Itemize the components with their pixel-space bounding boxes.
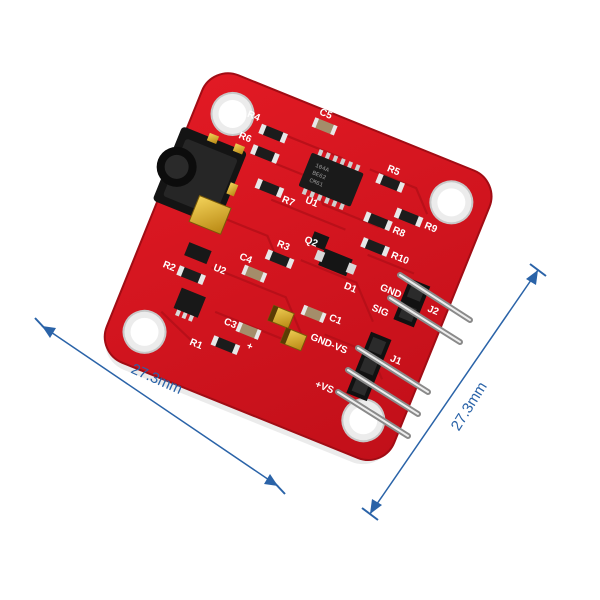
diode-d1 <box>314 248 357 277</box>
width-dimension: 27.3mm <box>34 317 286 495</box>
capacitor-c4 <box>241 264 268 283</box>
mounting-hole-top-right <box>429 180 474 225</box>
tantalum-capacitors <box>267 304 308 352</box>
label-plus: + <box>245 341 255 353</box>
label-u2: U2 <box>212 262 228 277</box>
label-r8: R8 <box>391 225 407 240</box>
smd-components <box>176 117 424 355</box>
resistor-r8 <box>363 211 393 232</box>
resistor-r6 <box>250 144 280 164</box>
transistor-q2 <box>309 231 330 251</box>
label-c5: C5 <box>318 107 334 122</box>
label-r1: R1 <box>188 337 204 352</box>
silkscreen-labels: C5 R4 R6 R5 R9 R7 U1 R8 R10 J2 GND SIG Q… <box>161 107 441 397</box>
resistor-r10 <box>360 237 390 257</box>
arrowhead-icon <box>264 474 278 486</box>
audio-jack <box>153 127 247 235</box>
mounting-hole-bottom-left <box>122 309 167 354</box>
pcb-body <box>103 72 493 461</box>
pin-headers <box>335 272 473 439</box>
arrowhead-icon <box>526 270 538 285</box>
j2-pins <box>387 272 473 345</box>
resistor-r3 <box>264 249 295 270</box>
label-q2: Q2 <box>303 235 320 250</box>
small-ic-u2b <box>184 242 212 265</box>
label-r3: R3 <box>275 239 291 254</box>
arrowhead-icon <box>42 326 56 338</box>
label-d1: D1 <box>342 281 358 296</box>
j1-pins <box>335 345 431 439</box>
resistor-r7 <box>254 178 285 199</box>
label-r9: R9 <box>423 220 439 235</box>
regulator-u2 <box>173 287 206 322</box>
resistor-r1 <box>210 335 241 355</box>
label-r7: R7 <box>280 194 296 209</box>
label-j1: J1 <box>388 353 403 368</box>
capacitor-c1 <box>300 304 327 323</box>
height-label: 27.3mm <box>448 379 491 434</box>
label-j2: J2 <box>426 304 441 319</box>
resistor-r9 <box>393 207 424 228</box>
label-c1: C1 <box>327 312 343 327</box>
label-r5: R5 <box>385 163 401 178</box>
main-ic-chip: 104A BE62 CM61 <box>299 149 364 211</box>
pcb-board: 104A BE62 CM61 <box>103 72 493 461</box>
resistor-r4 <box>258 123 289 144</box>
label-c4: C4 <box>238 251 254 266</box>
arrowhead-icon <box>370 499 382 514</box>
resistor-r2 <box>176 265 206 286</box>
label-r6: R6 <box>237 130 253 145</box>
mounting-hole-top-left <box>210 91 255 136</box>
resistor-r5 <box>375 173 406 193</box>
label-u1: U1 <box>304 195 320 210</box>
label-r4: R4 <box>246 109 262 124</box>
capacitor-c3 <box>235 321 262 340</box>
capacitor-c5 <box>311 117 338 136</box>
label-r2: R2 <box>161 259 177 274</box>
label-c3: C3 <box>222 316 238 331</box>
